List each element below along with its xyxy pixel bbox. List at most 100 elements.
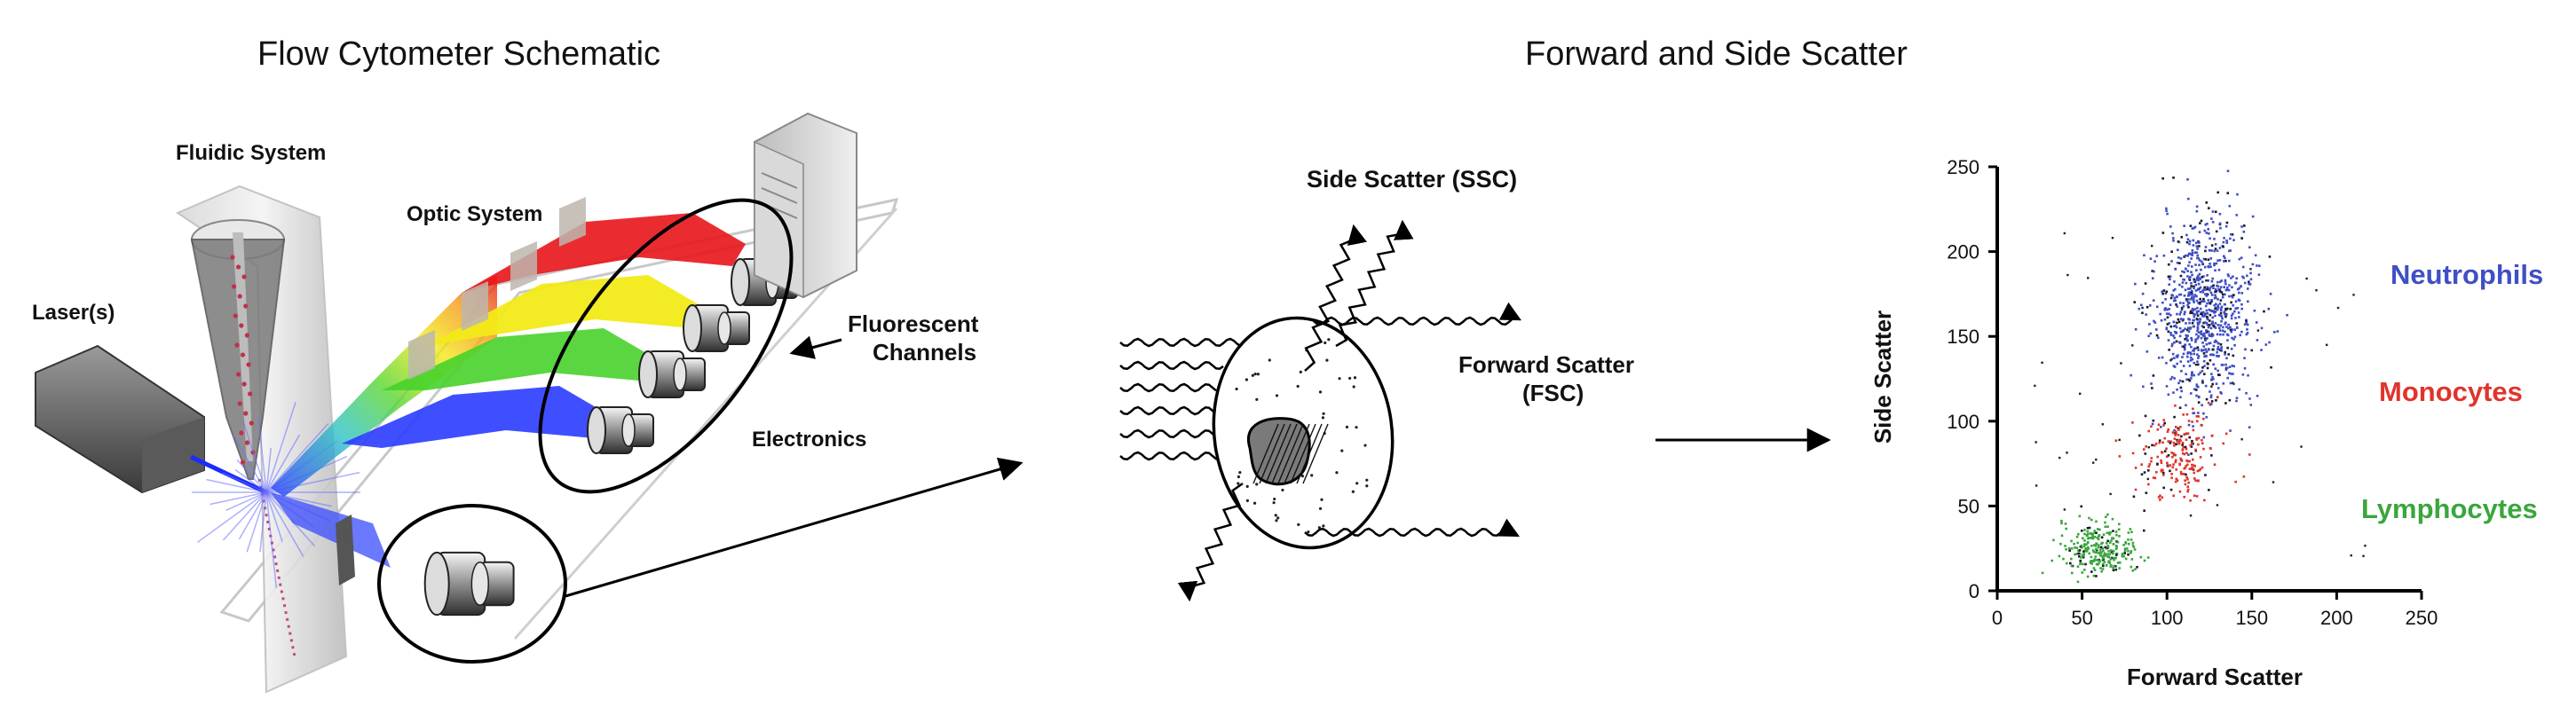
- point-neutrophils: [2230, 232, 2232, 236]
- point-lymphocytes: [2059, 542, 2062, 546]
- point-neutrophils: [2202, 352, 2206, 355]
- burst-ray: [257, 417, 267, 493]
- point-neutrophils: [2194, 347, 2198, 350]
- point-neutrophils: [2192, 244, 2195, 247]
- granule: [1235, 387, 1238, 391]
- point-neutrophils: [2210, 373, 2213, 375]
- plot-points: [2034, 169, 2367, 584]
- point-neutrophils: [2203, 286, 2206, 289]
- point-lymphocytes: [2110, 549, 2113, 552]
- point-neutrophils: [2194, 263, 2197, 266]
- point-neutrophils: [2214, 339, 2217, 342]
- point-monocytes: [2185, 438, 2188, 441]
- point-monocytes: [2131, 421, 2134, 424]
- point-neutrophils: [2212, 353, 2216, 357]
- point-neutrophils: [2134, 327, 2137, 331]
- point-neutrophils: [2165, 290, 2169, 294]
- point-monocytes: [2157, 423, 2161, 427]
- point-monocytes: [2172, 441, 2176, 444]
- point-monocytes: [2213, 463, 2216, 467]
- point-neutrophils: [2222, 333, 2224, 336]
- point-lymphocytes: [2077, 532, 2080, 536]
- point-neutrophils: [2196, 363, 2200, 366]
- point-neutrophils: [2180, 236, 2184, 239]
- point-neutrophils: [2225, 241, 2229, 244]
- point-neutrophils: [2224, 315, 2227, 318]
- point-monocytes: [2150, 460, 2153, 463]
- point-neutrophils: [2241, 373, 2245, 376]
- cell-dot: [241, 274, 247, 279]
- point-neutrophils: [2196, 346, 2200, 350]
- point-monocytes: [2161, 471, 2165, 475]
- point-neutrophils: [2263, 310, 2265, 313]
- granule: [1296, 384, 1300, 389]
- point-neutrophils: [2187, 330, 2191, 334]
- point-neutrophils: [2194, 283, 2198, 287]
- point-neutrophils: [2236, 307, 2239, 310]
- point-lymphocytes: [2125, 547, 2129, 550]
- point-neutrophils: [2179, 293, 2183, 296]
- point-lymphocytes: [2106, 525, 2109, 529]
- point-lymphocytes: [2128, 542, 2130, 546]
- point-lymphocytes: [2095, 542, 2098, 545]
- point-neutrophils: [2187, 277, 2191, 280]
- point-neutrophils: [2190, 285, 2193, 287]
- point-neutrophils: [2174, 299, 2177, 302]
- point-neutrophils: [2188, 365, 2192, 367]
- point-neutrophils: [2160, 318, 2163, 322]
- y-tick-label: 200: [1947, 241, 1979, 263]
- point-neutrophils: [2200, 268, 2202, 271]
- point-neutrophils: [2201, 262, 2204, 265]
- point-monocytes: [2192, 407, 2194, 411]
- point-monocytes: [2160, 461, 2163, 465]
- point-monocytes: [2165, 447, 2168, 451]
- point-monocytes: [2175, 443, 2178, 445]
- point-neutrophils: [2216, 324, 2220, 326]
- point-neutrophils: [2189, 287, 2192, 290]
- point-neutrophils: [2165, 312, 2169, 315]
- point-neutrophils: [2186, 339, 2189, 342]
- point-lymphocytes: [2086, 532, 2090, 536]
- burst-ray: [225, 491, 267, 511]
- point-neutrophils: [2169, 278, 2171, 281]
- point-monocytes: [2158, 439, 2161, 442]
- point-monocytes: [2161, 451, 2163, 453]
- point-lymphocytes: [2112, 543, 2115, 546]
- point-neutrophils: [2183, 271, 2185, 274]
- point-neutrophils: [2223, 286, 2225, 289]
- point-neutrophils: [2219, 342, 2223, 346]
- point-monocytes: [2186, 490, 2190, 493]
- ssc-ray-2: [1335, 219, 1414, 348]
- point-lymphocytes: [2083, 543, 2086, 546]
- point-neutrophils: [2210, 378, 2214, 381]
- point-neutrophils: [2253, 309, 2256, 312]
- point-neutrophils: [2187, 294, 2191, 296]
- point-lymphocytes: [2105, 541, 2108, 545]
- point-neutrophils: [2257, 273, 2261, 276]
- point-lymphocytes: [2131, 569, 2135, 572]
- point-neutrophils: [2193, 308, 2197, 310]
- point-neutrophils: [2194, 338, 2197, 342]
- point-lymphocytes: [2095, 551, 2098, 554]
- point-neutrophils: [2238, 291, 2240, 295]
- point-neutrophils: [2207, 258, 2210, 262]
- point-neutrophils: [2211, 277, 2214, 280]
- point-neutrophils: [2272, 331, 2276, 334]
- burst-ray: [242, 420, 267, 493]
- point-neutrophils: [2249, 278, 2253, 281]
- point-neutrophils: [2248, 283, 2252, 286]
- point-neutrophils: [2220, 364, 2224, 366]
- point-neutrophils: [2178, 334, 2182, 338]
- point-lymphocytes: [2086, 547, 2090, 550]
- point-neutrophils: [2218, 302, 2222, 305]
- point-lymphocytes: [2113, 556, 2115, 560]
- point-neutrophils: [2204, 348, 2207, 351]
- point-monocytes: [2161, 496, 2164, 499]
- point-monocytes: [2197, 443, 2200, 446]
- point-neutrophils: [2145, 305, 2149, 309]
- point-monocytes: [2179, 457, 2182, 460]
- point-monocytes: [2172, 452, 2176, 455]
- point-lymphocytes: [2069, 557, 2073, 561]
- y-tick-label: 150: [1947, 326, 1979, 348]
- point-neutrophils: [2226, 376, 2230, 380]
